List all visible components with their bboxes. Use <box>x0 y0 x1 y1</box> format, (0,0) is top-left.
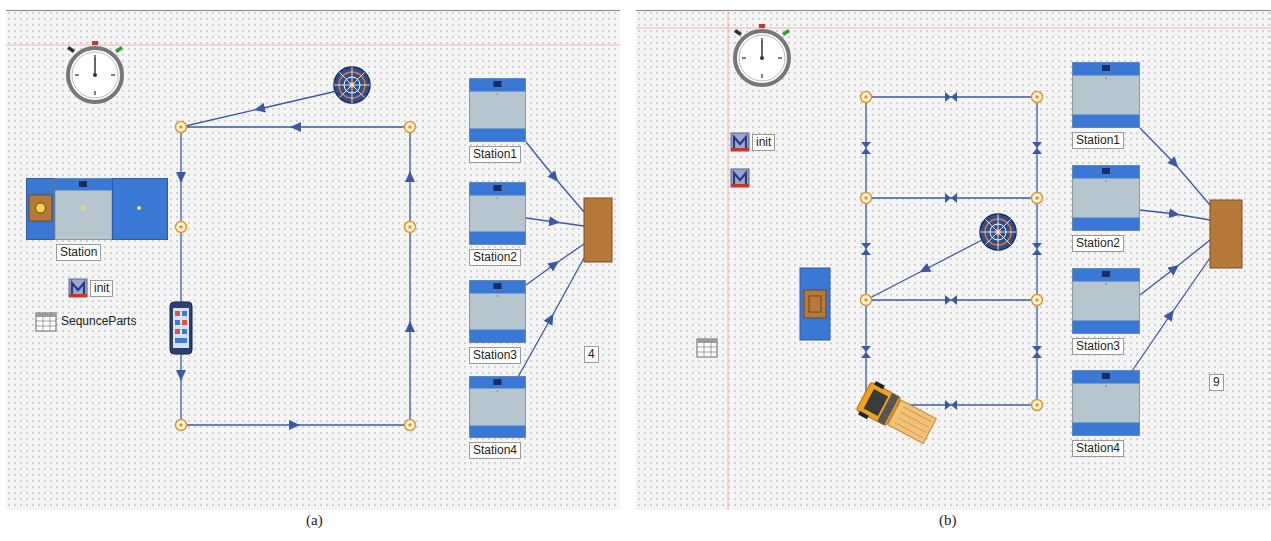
machine-symbol <box>469 182 526 245</box>
counter-value: 4 <box>584 346 599 363</box>
station-name: Station1 <box>1072 132 1124 149</box>
station-block: Station1 <box>1072 62 1140 149</box>
station-name: Station4 <box>469 442 521 459</box>
object-name: init <box>752 134 775 151</box>
machine-symbol <box>469 376 526 438</box>
station-block: Station1 <box>469 78 526 163</box>
station-name: Station3 <box>1072 338 1124 355</box>
panel-b <box>636 10 1271 510</box>
conveyor-station: Station <box>26 178 168 261</box>
station-name: Station2 <box>1072 235 1124 252</box>
station-block: Station3 <box>469 280 526 364</box>
machine-symbol <box>469 78 526 142</box>
machine-symbol <box>469 280 526 343</box>
station-block: Station3 <box>1072 268 1140 355</box>
machine-symbol <box>1072 268 1140 334</box>
station-name: Station1 <box>469 146 521 163</box>
panel-caption: (a) <box>306 513 323 528</box>
object-name: init <box>90 280 113 297</box>
machine-symbol <box>1072 62 1140 128</box>
panel-caption: (b) <box>939 513 957 528</box>
machine-symbol <box>1072 370 1140 436</box>
machine-symbol <box>1072 165 1140 231</box>
station-name: Station4 <box>1072 440 1124 457</box>
station-block: Station4 <box>1072 370 1140 457</box>
station-name: Station2 <box>469 249 521 266</box>
station-block: Station2 <box>1072 165 1140 252</box>
table-name: SequnceParts <box>61 314 136 329</box>
station-block: Station2 <box>469 182 526 266</box>
station-name: Station <box>56 244 101 261</box>
conveyor-symbol <box>26 178 168 240</box>
counter-value: 9 <box>1209 374 1224 391</box>
station-name: Station3 <box>469 347 521 364</box>
station-block: Station4 <box>469 376 526 459</box>
